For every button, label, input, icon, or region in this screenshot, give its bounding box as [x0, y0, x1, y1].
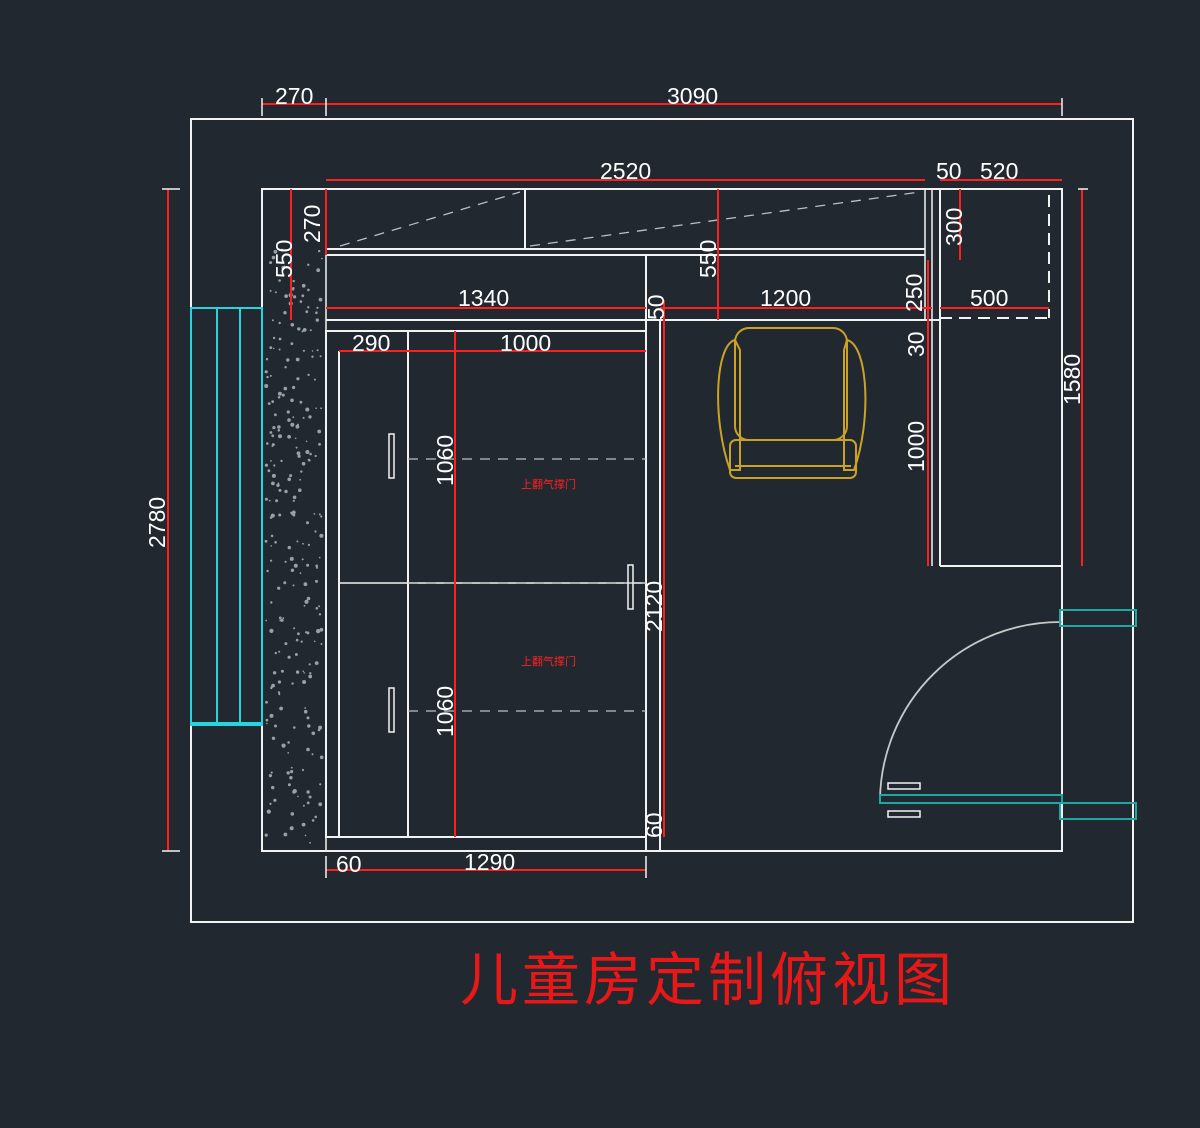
dim-bed-60: 60: [641, 812, 667, 838]
dim-left-2780: 2780: [144, 497, 170, 548]
walls: [190, 118, 1134, 923]
door-note-lower: 上翻气撑门: [521, 654, 576, 668]
dim-wall-550: 550: [271, 240, 297, 278]
dim-30: 30: [903, 331, 929, 357]
drawing-title: 儿童房定制俯视图: [460, 946, 956, 1014]
dim-desk-1000: 1000: [903, 421, 929, 472]
dim-shelf-270: 270: [299, 205, 325, 243]
dim-500: 500: [970, 285, 1008, 311]
dim-bed-1060b: 1060: [432, 686, 458, 737]
dim-top-3090: 3090: [667, 83, 718, 109]
dim-bottom-1290: 1290: [464, 849, 515, 875]
dim-1580: 1580: [1059, 354, 1085, 405]
wall-hatch: [264, 189, 327, 851]
door: [879, 609, 1137, 820]
dim-top-520: 520: [980, 158, 1018, 184]
window: [190, 307, 263, 726]
dim-250: 250: [901, 274, 927, 312]
dim-bed-1000: 1000: [500, 330, 551, 356]
dimension-labels: 270 3090 2520 50 520 2780 550 270 550 30…: [144, 83, 1085, 877]
dimension-ticks: [162, 98, 1088, 878]
dim-bed-1060a: 1060: [432, 435, 458, 486]
overhead-cabinet: [326, 189, 933, 320]
door-note-upper: 上翻气撑门: [521, 477, 576, 491]
dim-bed-2120: 2120: [641, 581, 667, 632]
side-shelf: [931, 189, 1062, 567]
dim-top-270: 270: [275, 83, 313, 109]
dim-top-50: 50: [936, 158, 962, 184]
desk-top: [326, 319, 940, 332]
dim-50: 50: [643, 294, 669, 320]
dim-1200: 1200: [760, 285, 811, 311]
dim-top-2520: 2520: [600, 158, 651, 184]
dim-bottom-60: 60: [336, 851, 362, 877]
chair-icon: [717, 327, 867, 479]
dim-1340: 1340: [458, 285, 509, 311]
dim-shelf-300: 300: [941, 208, 967, 246]
dim-bed-290: 290: [352, 330, 390, 356]
dimension-lines: [167, 103, 1083, 871]
dim-shelf-550: 550: [695, 240, 721, 278]
